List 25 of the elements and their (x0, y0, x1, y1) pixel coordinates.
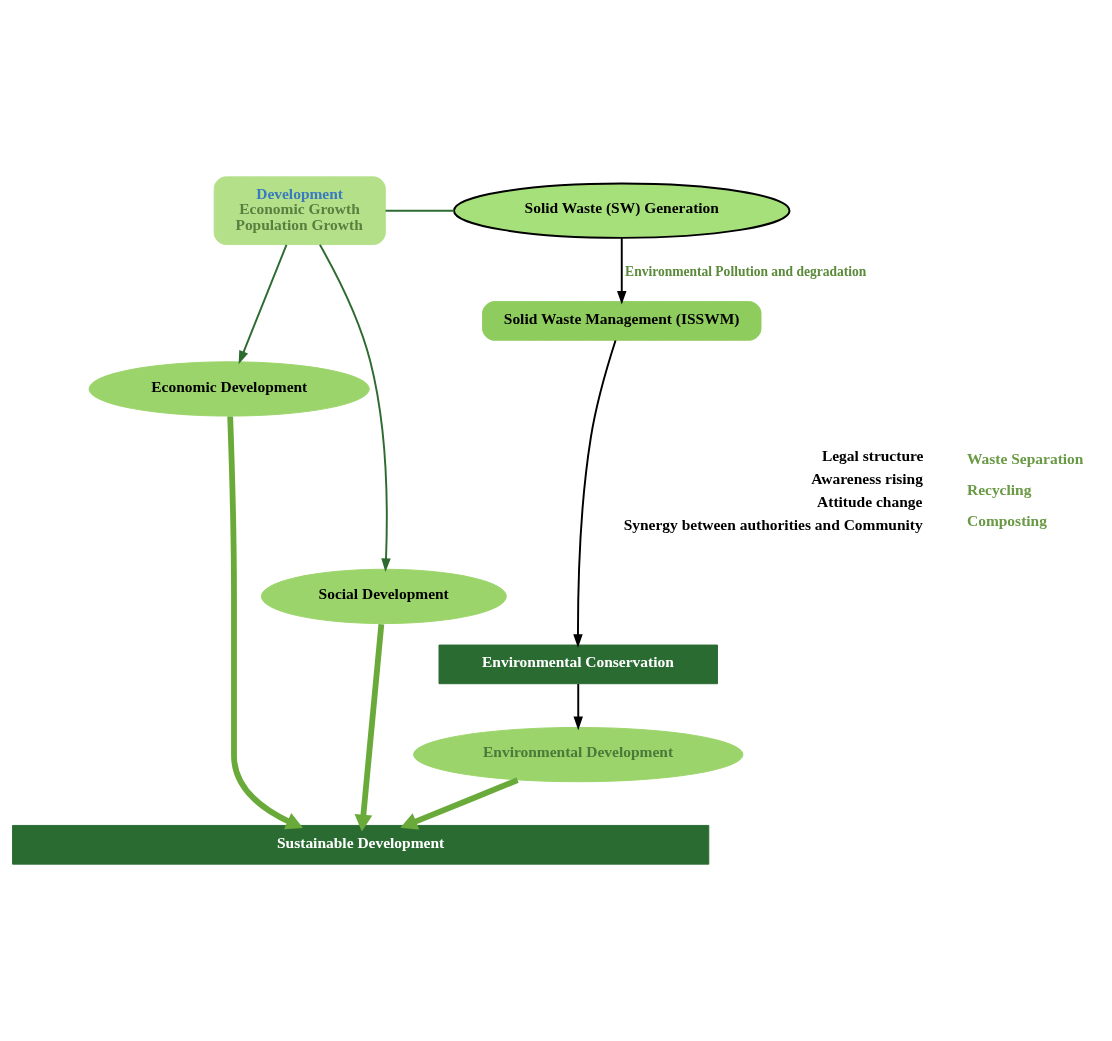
arrow (238, 243, 288, 365)
label: Waste Separation (966, 450, 1084, 468)
node-ellipse: Social Development (260, 568, 507, 625)
arrow (617, 237, 627, 305)
node-ellipse: Solid Waste (SW) Generation (453, 182, 791, 239)
label: Attitude change (817, 492, 923, 510)
node-box: Environmental Conservation (438, 644, 718, 685)
label: Awareness rising (811, 469, 923, 487)
label: Synergy between authorities and Community (623, 516, 923, 534)
arrow (400, 777, 519, 830)
arrow (354, 623, 385, 832)
arrow (318, 243, 391, 572)
label: Recycling (966, 481, 1032, 499)
edge-label: Environmental Pollution and degradation (625, 263, 867, 279)
label: Composting (966, 512, 1047, 530)
arrow (573, 683, 583, 731)
node-ellipse: Environmental Development (413, 726, 744, 783)
node-box: Development Economic Growth Population Growth (213, 176, 386, 246)
arrow (573, 339, 617, 648)
arrow (227, 416, 303, 830)
connector (384, 209, 455, 212)
node-ellipse: Economic Development (88, 361, 370, 417)
node-box: Sustainable Development (12, 824, 710, 865)
label: Legal structure (821, 446, 924, 464)
node-box: Solid Waste Management (ISSWM) (482, 301, 762, 341)
